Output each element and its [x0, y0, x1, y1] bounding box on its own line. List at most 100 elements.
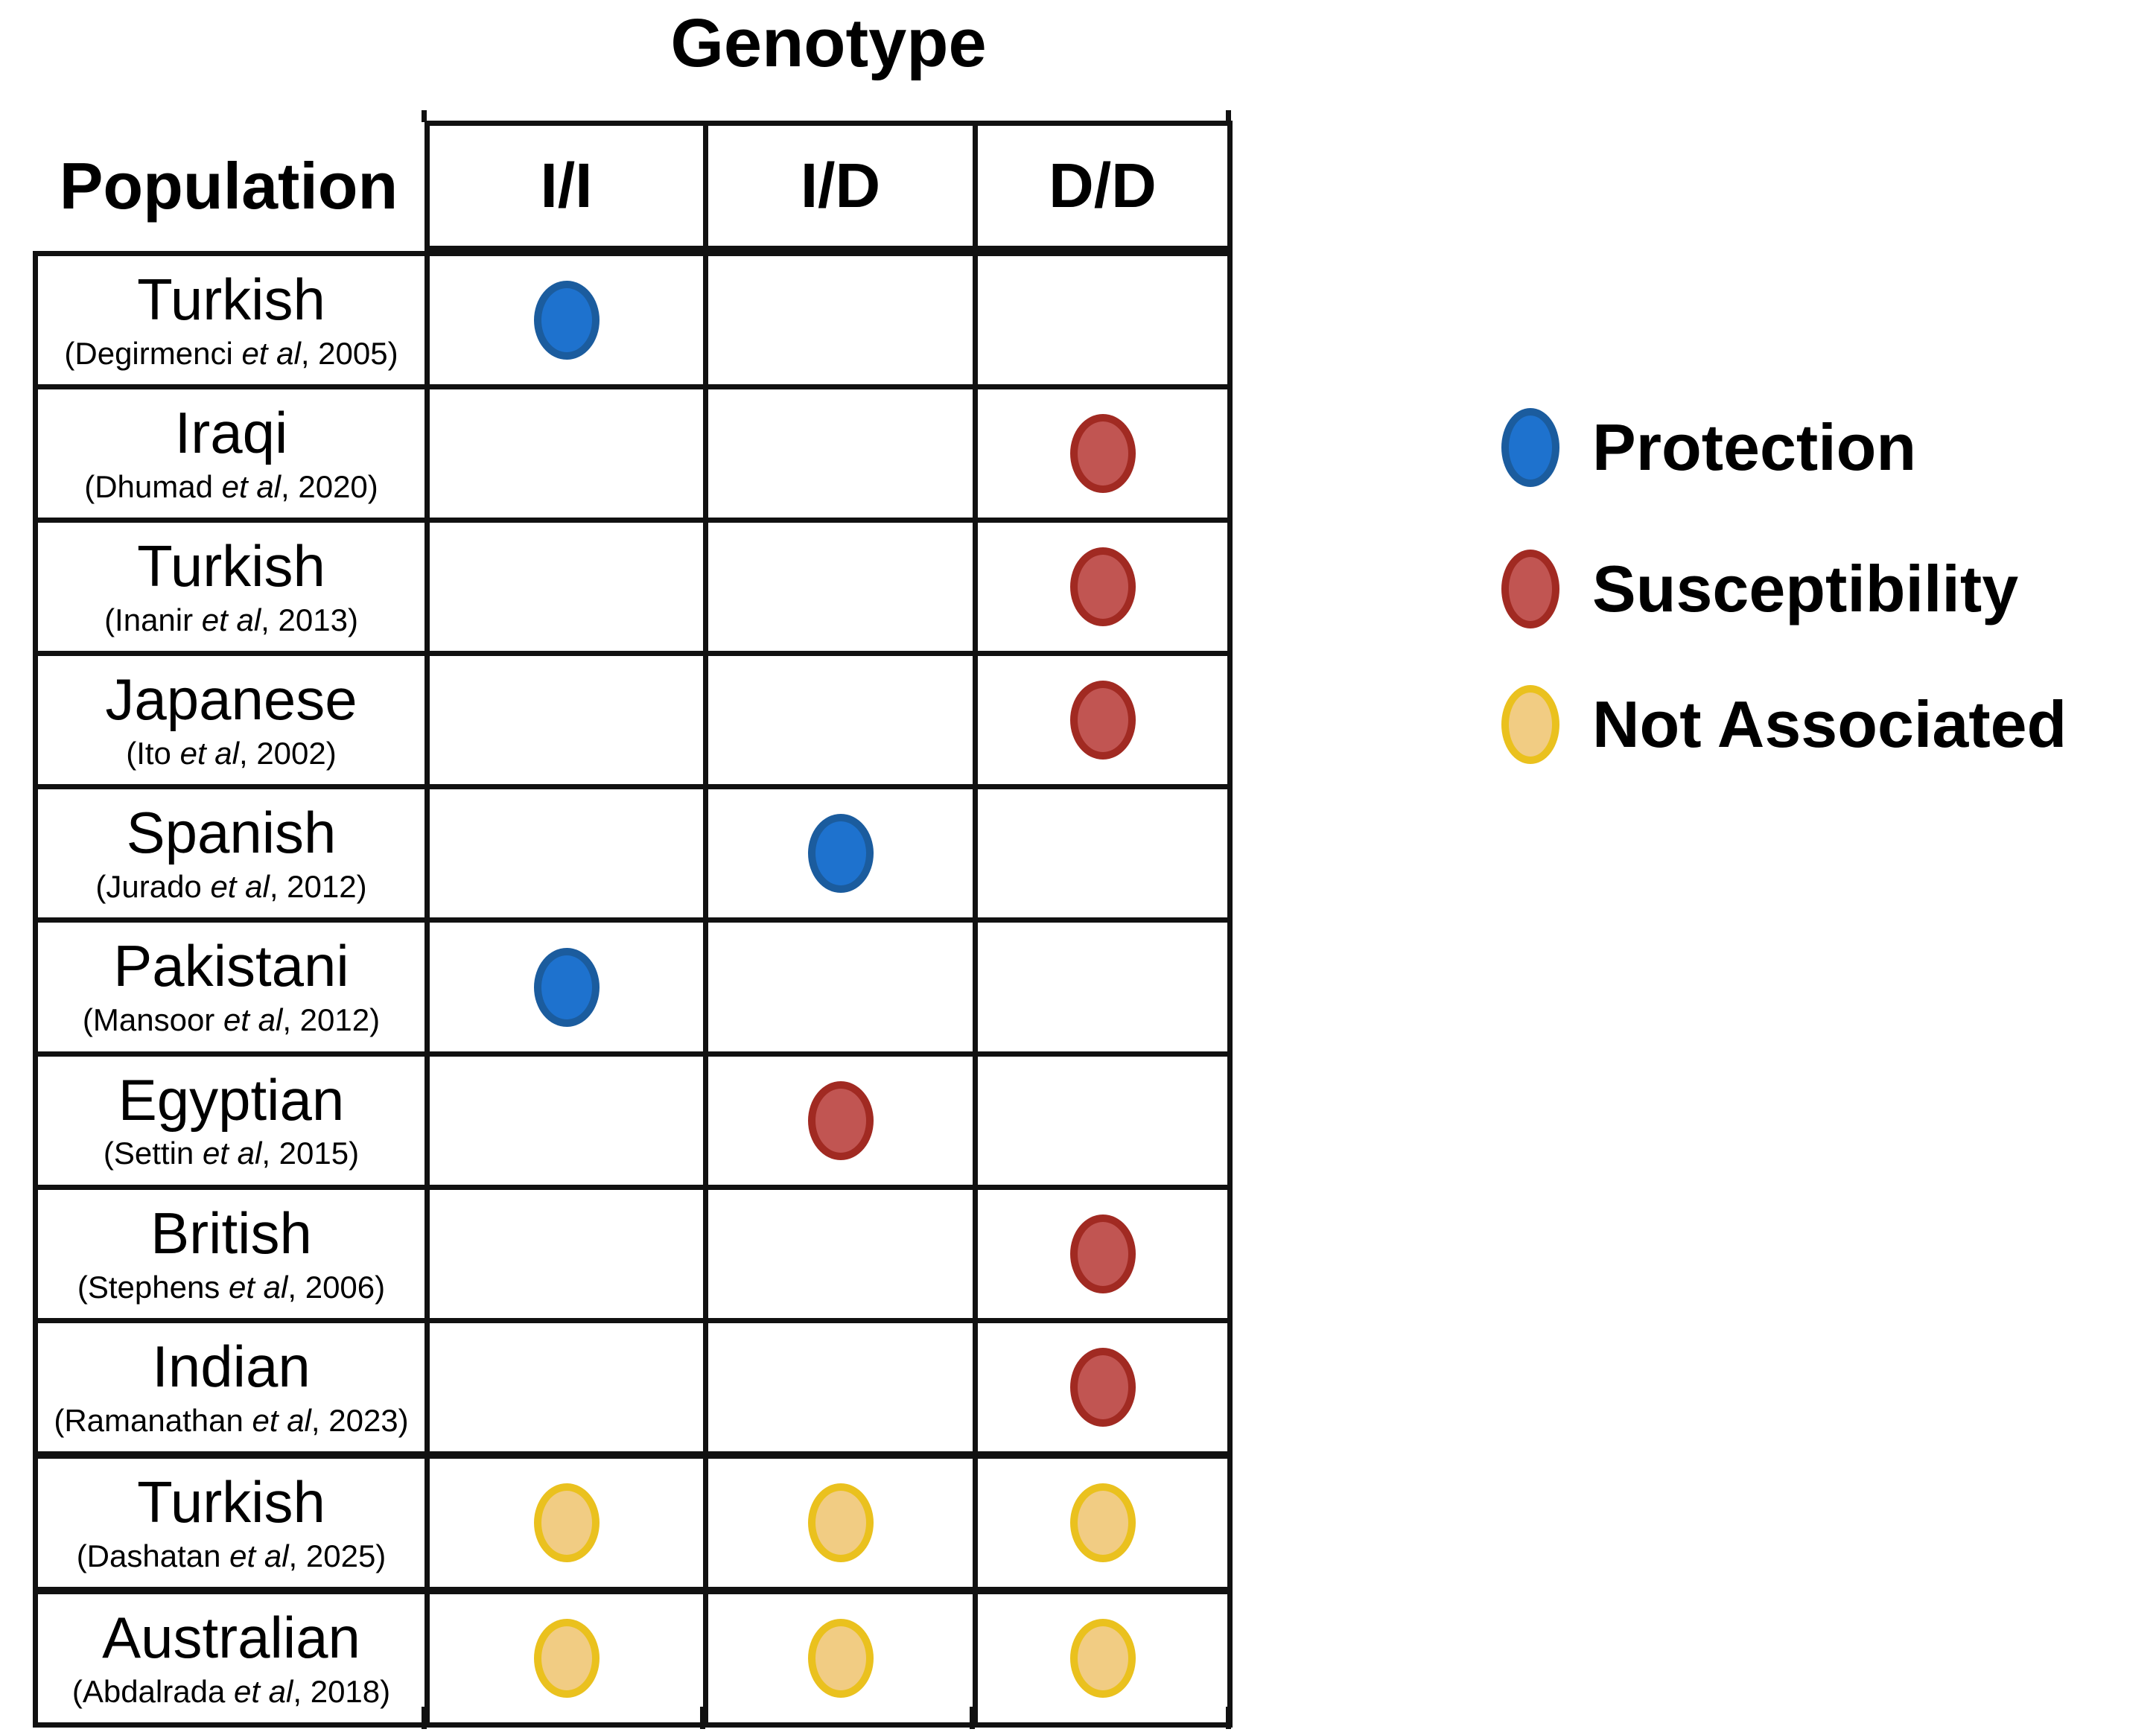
population-name: Iraqi — [174, 400, 288, 466]
population-name: Japanese — [105, 666, 357, 733]
column-header-ii: I/I — [540, 150, 593, 220]
table-row: Turkish(Dashatan et al, 2025) — [38, 1451, 1227, 1587]
population-citation: (Settin et al, 2015) — [103, 1136, 360, 1171]
table-row: Turkish(Degirmenci et al, 2005) — [38, 256, 1227, 385]
population-cell: Iraqi(Dhumad et al, 2020) — [38, 389, 424, 518]
not-associated-dot — [1069, 1618, 1136, 1698]
population-citation: (Stephens et al, 2006) — [77, 1269, 386, 1305]
population-cell: Turkish(Inanir et al, 2013) — [38, 523, 424, 651]
genotype-cell — [703, 1189, 973, 1318]
population-cell: Indian(Ramanathan et al, 2023) — [38, 1323, 424, 1451]
legend-item-not-associated: Not Associated — [1501, 683, 2067, 766]
genotype-cell — [973, 1056, 1227, 1185]
genotype-header-row: I/I I/D D/D — [424, 121, 1233, 251]
susceptibility-dot-icon — [1501, 550, 1559, 628]
genotype-cell — [424, 656, 703, 785]
not-associated-dot — [533, 1483, 600, 1562]
table-body: Turkish(Degirmenci et al, 2005)Iraqi(Dhu… — [33, 251, 1233, 1728]
genotype-cell — [703, 1056, 973, 1185]
population-cell: British(Stephens et al, 2006) — [38, 1190, 424, 1318]
population-cell: Turkish(Degirmenci et al, 2005) — [38, 256, 424, 384]
population-citation: (Mansoor et al, 2012) — [82, 1002, 381, 1038]
genotype-cell — [424, 389, 703, 518]
population-citation: (Ramanathan et al, 2023) — [54, 1402, 409, 1438]
column-header-dd: D/D — [973, 126, 1227, 246]
protection-dot — [807, 814, 874, 894]
genotype-cell — [424, 1056, 703, 1185]
genotype-cell — [973, 789, 1227, 918]
line-tick — [1226, 110, 1231, 122]
genotype-cell — [424, 1322, 703, 1451]
not-associated-dot — [533, 1618, 600, 1698]
not-associated-dot — [807, 1483, 874, 1562]
line-tick — [422, 1707, 427, 1729]
not-associated-dot — [1069, 1483, 1136, 1562]
genotype-cell — [703, 523, 973, 652]
table-row: British(Stephens et al, 2006) — [38, 1184, 1227, 1318]
population-name: Turkish — [137, 533, 325, 599]
line-tick — [422, 110, 427, 122]
legend-item-susceptibility: Susceptibility — [1501, 547, 2018, 631]
susceptibility-dot — [1069, 1214, 1136, 1293]
legend-label-not-associated: Not Associated — [1592, 687, 2067, 761]
susceptibility-dot — [1069, 681, 1136, 760]
table-row: Iraqi(Dhumad et al, 2020) — [38, 384, 1227, 518]
susceptibility-dot — [1069, 414, 1136, 494]
line-tick — [970, 1707, 975, 1729]
table-row: Japanese(Ito et al, 2002) — [38, 651, 1227, 785]
susceptibility-dot — [1069, 1347, 1136, 1427]
genotype-title: Genotype — [670, 5, 987, 81]
population-citation: (Dashatan et al, 2025) — [76, 1538, 387, 1573]
column-header-id: I/D — [703, 126, 973, 246]
table-row: Spanish(Jurado et al, 2012) — [38, 784, 1227, 918]
table-row: Indian(Ramanathan et al, 2023) — [38, 1317, 1227, 1451]
line-tick — [700, 1707, 705, 1729]
table-row: Egyptian(Settin et al, 2015) — [38, 1051, 1227, 1185]
genotype-cell — [424, 923, 703, 1051]
population-cell: Pakistani(Mansoor et al, 2012) — [38, 923, 424, 1051]
legend-label-susceptibility: Susceptibility — [1592, 552, 2019, 625]
genotype-cell — [703, 1458, 973, 1587]
genotype-cell — [424, 789, 703, 918]
population-cell: Egyptian(Settin et al, 2015) — [38, 1057, 424, 1185]
population-citation: (Inanir et al, 2013) — [104, 602, 358, 638]
genotype-cell — [703, 1322, 973, 1451]
genotype-cell — [973, 1594, 1227, 1723]
population-header: Population — [59, 148, 398, 223]
genotype-cell — [973, 256, 1227, 385]
population-cell: Turkish(Dashatan et al, 2025) — [38, 1459, 424, 1587]
legend-item-protection: Protection — [1501, 406, 1916, 489]
susceptibility-dot — [807, 1080, 874, 1160]
population-citation: (Abdalrada et al, 2018) — [71, 1673, 391, 1709]
genotype-cell — [424, 1458, 703, 1587]
protection-dot-icon — [1501, 408, 1559, 487]
genotype-cell — [973, 923, 1227, 1051]
population-name: Turkish — [137, 1468, 325, 1535]
table-row: Pakistani(Mansoor et al, 2012) — [38, 917, 1227, 1051]
population-cell: Australian(Abdalrada et al, 2018) — [38, 1594, 424, 1722]
genotype-cell — [703, 656, 973, 785]
genotype-cell — [424, 1594, 703, 1723]
genotype-cell — [703, 256, 973, 385]
genotype-cell — [703, 1594, 973, 1723]
genotype-cell — [973, 656, 1227, 785]
population-cell: Japanese(Ito et al, 2002) — [38, 656, 424, 784]
genotype-cell — [703, 923, 973, 1051]
population-name: Australian — [102, 1604, 360, 1670]
population-name: Indian — [152, 1333, 311, 1399]
protection-dot — [533, 281, 600, 360]
population-citation: (Ito et al, 2002) — [126, 736, 337, 771]
not-associated-dot — [807, 1618, 874, 1698]
population-name: Pakistani — [113, 933, 349, 999]
genotype-cell — [424, 256, 703, 385]
population-cell: Spanish(Jurado et al, 2012) — [38, 789, 424, 917]
table-row: Australian(Abdalrada et al, 2018) — [38, 1586, 1227, 1723]
genotype-cell — [973, 523, 1227, 652]
table-row: Turkish(Inanir et al, 2013) — [38, 518, 1227, 652]
genotype-cell — [973, 1458, 1227, 1587]
genotype-cell — [973, 389, 1227, 518]
population-name: Turkish — [137, 267, 325, 332]
population-name: Egyptian — [118, 1066, 345, 1133]
not-associated-dot-icon — [1501, 685, 1559, 764]
